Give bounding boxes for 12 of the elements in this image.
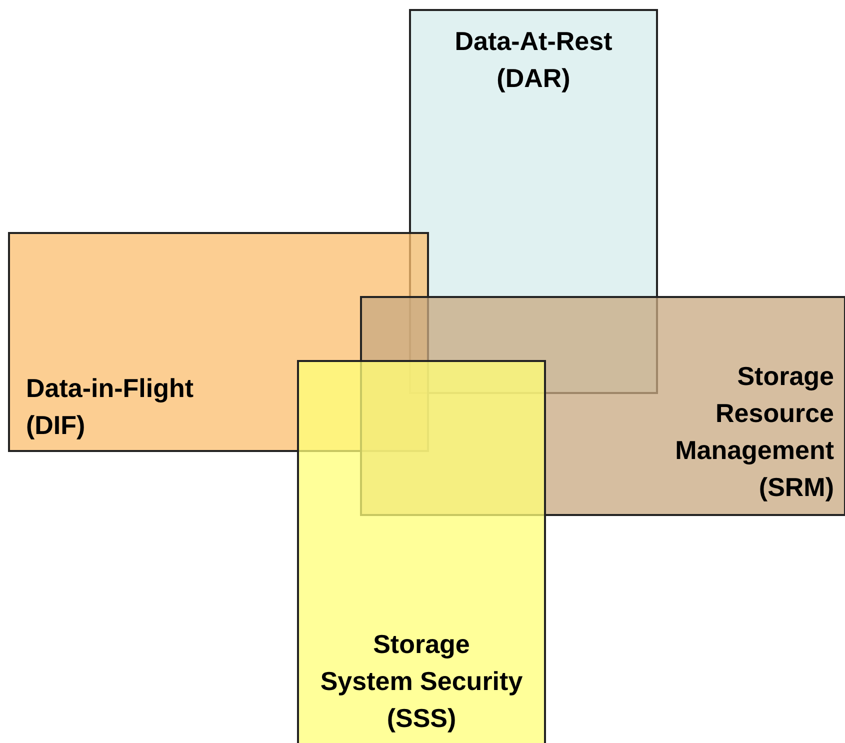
area-label: (SRM) bbox=[758, 471, 834, 504]
area-label: Data-At-Rest bbox=[454, 25, 614, 58]
area-label: (DIF) bbox=[26, 409, 86, 442]
area-label: Storage bbox=[372, 628, 471, 661]
area-label: Storage bbox=[736, 360, 834, 393]
area-label: Management bbox=[675, 434, 834, 467]
overlapping-rectangle bbox=[297, 360, 546, 743]
area-label: Data-in-Flight bbox=[26, 372, 194, 405]
area-label: Resource bbox=[714, 397, 834, 430]
area-label: System Security bbox=[319, 665, 524, 698]
area-label: (SSS) bbox=[386, 702, 458, 735]
area-label: (DAR) bbox=[496, 62, 572, 95]
